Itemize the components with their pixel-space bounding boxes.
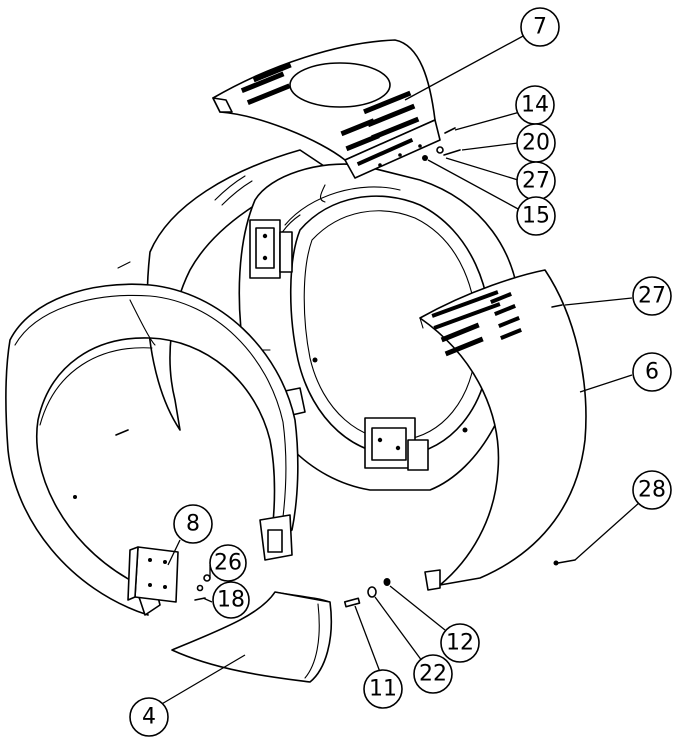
callout-18: 18	[212, 581, 250, 619]
callout-11: 11	[363, 669, 403, 709]
svg-text:14: 14	[521, 93, 549, 118]
svg-text:20: 20	[522, 131, 550, 156]
bottom-segment	[171, 591, 333, 683]
svg-text:8: 8	[186, 512, 200, 537]
ring-assembly	[238, 163, 521, 491]
bracket-plate	[127, 546, 179, 603]
svg-text:22: 22	[419, 662, 447, 687]
svg-text:11: 11	[369, 677, 397, 702]
svg-text:12: 12	[446, 631, 474, 656]
callout-26: 26	[209, 544, 247, 582]
svg-text:27: 27	[522, 169, 550, 194]
callout-27-upper: 27	[516, 161, 556, 201]
callout-14: 14	[515, 85, 555, 125]
rear-shroud-left	[117, 149, 331, 431]
callout-7: 7	[520, 7, 560, 47]
callout-12: 12	[440, 623, 480, 663]
top-perforated-panel	[212, 39, 441, 179]
svg-text:28: 28	[638, 478, 666, 503]
callout-27-right: 27	[632, 276, 672, 316]
callout-8: 8	[173, 504, 213, 544]
hardware	[194, 127, 576, 608]
svg-text:27: 27	[638, 284, 666, 309]
svg-text:26: 26	[214, 551, 242, 576]
svg-text:18: 18	[217, 588, 245, 613]
svg-text:6: 6	[645, 360, 659, 385]
callout-15: 15	[516, 196, 556, 236]
svg-text:15: 15	[522, 204, 550, 229]
callout-28: 28	[632, 470, 672, 510]
svg-text:7: 7	[533, 15, 547, 40]
callout-4: 4	[129, 697, 169, 737]
callout-22: 22	[413, 654, 453, 694]
svg-text:4: 4	[142, 705, 156, 730]
right-perforated-shell	[419, 269, 587, 591]
callout-20: 20	[516, 123, 556, 163]
leader-lines	[159, 34, 641, 706]
callout-6: 6	[632, 352, 672, 392]
